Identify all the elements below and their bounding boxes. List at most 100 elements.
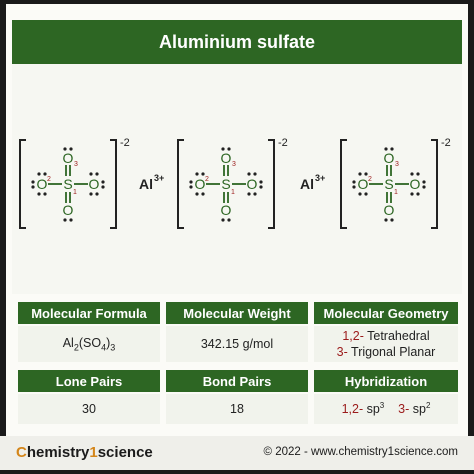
header-molecular-weight: Molecular Weight [166, 302, 308, 324]
lone-pairs-value: 30 [18, 394, 160, 424]
aluminium-ion-1-symbol: Al [139, 176, 153, 192]
sulfate-1-lp [63, 218, 67, 222]
brand-logo: Chemistry1science [16, 444, 153, 461]
sulfate-1-lp [37, 192, 41, 196]
sulfate-3-lp [358, 192, 362, 196]
sulfate-3-atom-o-top: O [384, 150, 395, 166]
sulfate-1-atom-s: S [63, 176, 72, 192]
sulfate-1-num-3: 3 [74, 161, 78, 168]
sulfate-1-lp [37, 172, 41, 176]
sulfate-3-bracket-left [340, 139, 347, 229]
sulfate-1-lp [43, 172, 47, 176]
aluminium-ion-1-charge: 3+ [154, 173, 164, 183]
sulfate-1-lp [63, 147, 67, 151]
header-molecular-formula: Molecular Formula [18, 302, 160, 324]
sulfate-3-lp [410, 172, 414, 176]
sulfate-2-bracket-right [268, 139, 275, 229]
sulfate-2-atom-o-top: O [221, 150, 232, 166]
sulfate-1-lp [101, 180, 105, 184]
sulfate-3-lp [384, 147, 388, 151]
sulfate-3-num-1: 1 [394, 189, 398, 196]
sulfate-2-charge: -2 [278, 137, 288, 149]
sulfate-3-lp [358, 172, 362, 176]
sulfate-2-num-2: 2 [205, 176, 209, 183]
hybridization-value: 1,2- sp3 3- sp2 [314, 394, 458, 424]
molecular-geometry-value: 1,2- Tetrahedral 3- Trigonal Planar [314, 326, 458, 362]
molecular-geometry-label: Molecular Geometry [323, 305, 449, 321]
lone-pairs-label: Lone Pairs [55, 373, 123, 389]
hybridization-text: 1,2- sp3 3- sp2 [341, 401, 431, 417]
sulfate-3-lp [422, 180, 426, 184]
sulfate-1-num-2: 2 [47, 176, 51, 183]
page-title: Aluminium sulfate [158, 31, 315, 52]
sulfate-3-lp [364, 172, 368, 176]
sulfate-3-lp [390, 218, 394, 222]
sulfate-3-num-2: 2 [368, 176, 372, 183]
sulfate-3-lp [416, 172, 420, 176]
sulfate-2-lp [227, 218, 231, 222]
sulfate-3-lp [352, 185, 356, 189]
sulfate-2-lp [247, 192, 251, 196]
sulfate-3-atom-o-bottom: O [384, 202, 395, 218]
sulfate-3-atom-o-right: O [410, 176, 421, 192]
sulfate-2-lp [253, 192, 257, 196]
sulfate-1-lp [101, 185, 105, 189]
sulfate-3-lp [384, 218, 388, 222]
footer-bar [0, 436, 474, 470]
sulfate-3-atom-o-left: O [358, 176, 369, 192]
sulfate-2-lp [221, 218, 225, 222]
sulfate-3-bracket-right [431, 139, 438, 229]
header-lone-pairs: Lone Pairs [18, 370, 160, 392]
sulfate-2-lp [189, 185, 193, 189]
geometry-line-1: 1,2- Tetrahedral [342, 329, 430, 343]
sulfate-2-atom-o-bottom: O [221, 202, 232, 218]
sulfate-1-lp [95, 192, 99, 196]
sulfate-2-lp [259, 185, 263, 189]
sulfate-3-lp [422, 185, 426, 189]
aluminium-ion-2-symbol: Al [300, 176, 314, 192]
sulfate-3-lp [390, 147, 394, 151]
sulfate-1-lp [31, 185, 35, 189]
bond-pairs-value: 18 [166, 394, 308, 424]
sulfate-1-lp [89, 172, 93, 176]
sulfate-2-bracket-left [177, 139, 184, 229]
header-hybridization: Hybridization [314, 370, 458, 392]
sulfate-3-atom-s: S [384, 176, 393, 192]
geometry-line-2: 3- Trigonal Planar [336, 345, 436, 359]
sulfate-3-charge: -2 [441, 137, 451, 149]
sulfate-1-atom-o-right: O [89, 176, 100, 192]
sulfate-1-lp [31, 180, 35, 184]
sulfate-2-atom-o-left: O [195, 176, 206, 192]
sulfate-2-lp [253, 172, 257, 176]
header-bond-pairs: Bond Pairs [166, 370, 308, 392]
bond-pairs-label: Bond Pairs [202, 373, 272, 389]
sulfate-2-lp [195, 172, 199, 176]
aluminium-ion-2-charge: 3+ [315, 173, 325, 183]
sulfate-2-num-3: 3 [232, 161, 236, 168]
sulfate-1-lp [43, 192, 47, 196]
molecular-weight-value: 342.15 g/mol [166, 326, 308, 362]
sulfate-2-lp [195, 192, 199, 196]
title-banner: Aluminium sulfate [12, 20, 462, 64]
sulfate-1-bracket-left [19, 139, 26, 229]
sulfate-2-atom-s: S [221, 176, 230, 192]
sulfate-2-lp [259, 180, 263, 184]
sulfate-3-lp [410, 192, 414, 196]
header-molecular-geometry: Molecular Geometry [314, 302, 458, 324]
sulfate-2-lp [227, 147, 231, 151]
sulfate-2-num-1: 1 [231, 189, 235, 196]
sulfate-1-atom-o-left: O [37, 176, 48, 192]
sulfate-1-lp [89, 192, 93, 196]
molecular-formula-value: Al2(SO4)3 [18, 326, 160, 362]
sulfate-1-atom-o-top: O [63, 150, 74, 166]
sulfate-2-lp [201, 172, 205, 176]
copyright-text: © 2022 - www.chemistry1science.com [263, 446, 458, 458]
hybridization-label: Hybridization [344, 373, 428, 389]
sulfate-1-num-1: 1 [73, 189, 77, 196]
sulfate-3-num-3: 3 [395, 161, 399, 168]
sulfate-1-atom-o-bottom: O [63, 202, 74, 218]
sulfate-3-lp [364, 192, 368, 196]
sulfate-2-lp [221, 147, 225, 151]
